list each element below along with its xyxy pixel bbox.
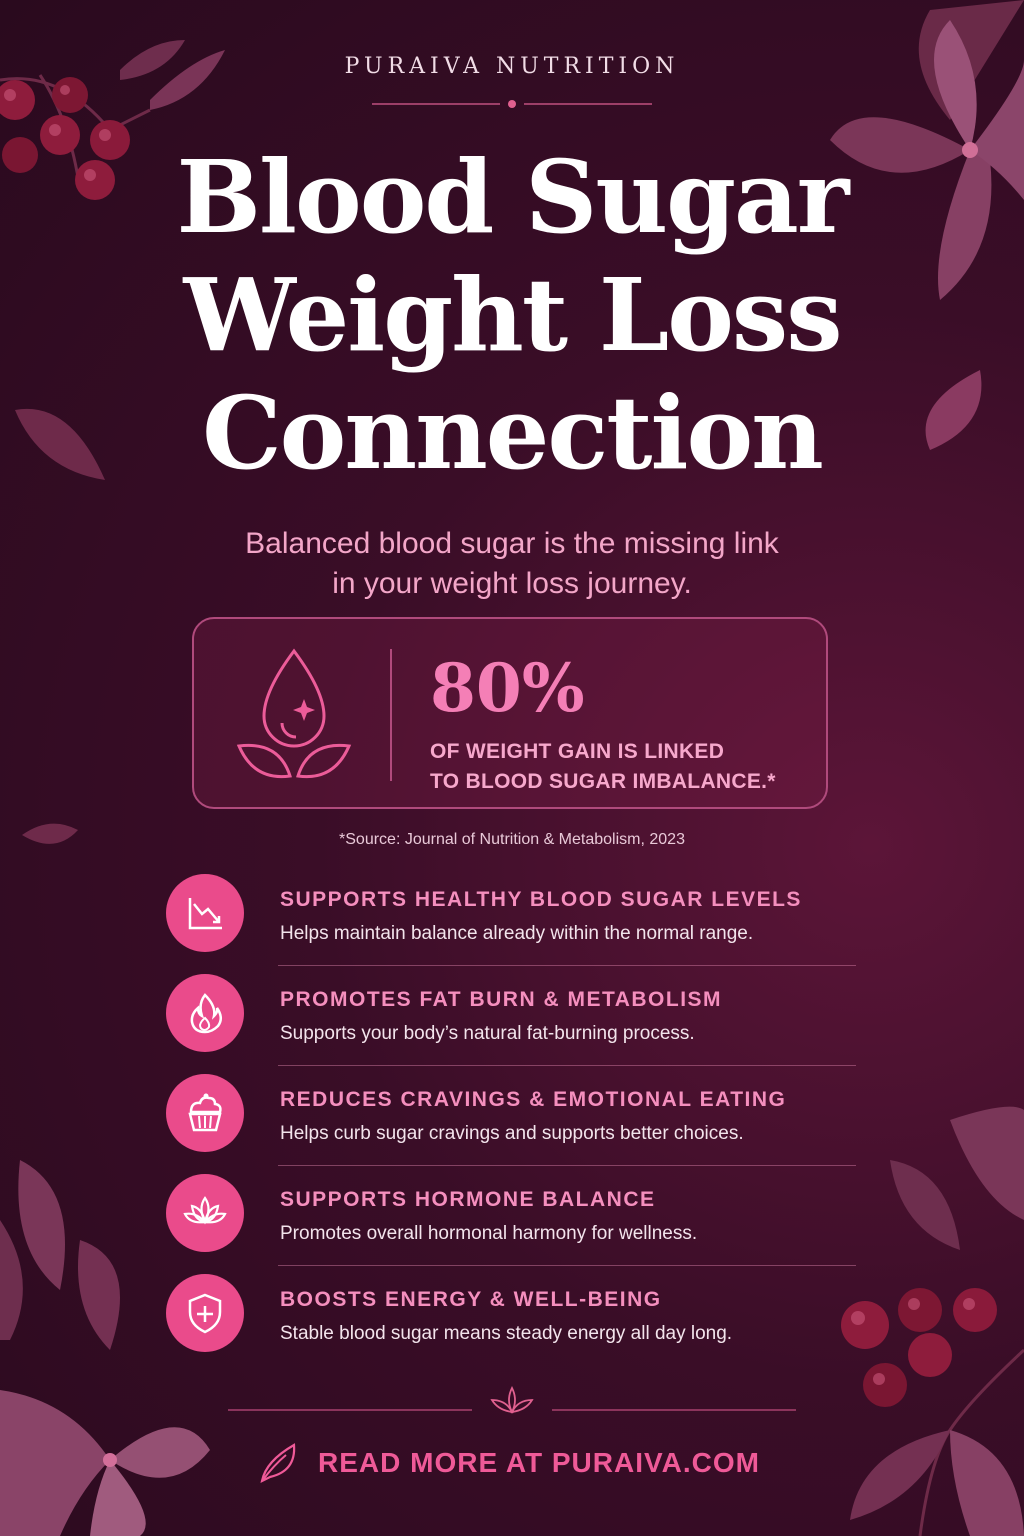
read-more-text: READ MORE AT PURAIVA.COM: [318, 1447, 760, 1478]
title-line-2: Weight Loss: [183, 256, 842, 374]
benefit-text: Supports your body’s natural fat-burning…: [280, 1023, 695, 1044]
stat-value: 80%: [430, 649, 585, 727]
stat-description-line-1: OF WEIGHT GAIN IS LINKED: [430, 740, 725, 763]
subtitle: Balanced blood sugar is the missing link…: [162, 524, 862, 604]
stat-card: 80% OF WEIGHT GAIN IS LINKED TO BLOOD SU…: [192, 617, 828, 809]
benefits-list: SUPPORTS HEALTHY BLOOD SUGAR LEVELS Help…: [160, 866, 860, 1366]
benefit-item-cravings: REDUCES CRAVINGS & EMOTIONAL EATING Help…: [160, 1066, 860, 1166]
benefit-item-hormones: SUPPORTS HORMONE BALANCE Promotes overal…: [160, 1166, 860, 1266]
shield-plus-icon: [166, 1274, 244, 1352]
benefit-divider: [278, 1265, 856, 1266]
benefit-item-blood-sugar: SUPPORTS HEALTHY BLOOD SUGAR LEVELS Help…: [160, 866, 860, 966]
benefit-title: BOOSTS ENERGY & WELL-BEING: [280, 1288, 662, 1311]
footer-divider: [228, 1385, 796, 1415]
page-title: Blood Sugar Weight Loss Connection: [0, 138, 1024, 492]
benefit-divider: [278, 1065, 856, 1066]
drop-leaves-icon: [236, 648, 352, 779]
benefit-title: SUPPORTS HEALTHY BLOOD SUGAR LEVELS: [280, 888, 802, 911]
benefit-text: Promotes overall hormonal harmony for we…: [280, 1223, 698, 1244]
brand-name: PURAIVA NUTRITION: [344, 54, 680, 79]
stat-description-line-2: TO BLOOD SUGAR IMBALANCE.*: [430, 770, 776, 793]
benefit-title: SUPPORTS HORMONE BALANCE: [280, 1188, 656, 1211]
benefit-text: Stable blood sugar means steady energy a…: [280, 1323, 733, 1344]
stat-divider: [390, 649, 392, 781]
benefit-title: REDUCES CRAVINGS & EMOTIONAL EATING: [280, 1088, 787, 1111]
benefit-item-fat-burn: PROMOTES FAT BURN & METABOLISM Supports …: [160, 966, 860, 1066]
trend-down-icon: [166, 874, 244, 952]
source-note: *Source: Journal of Nutrition & Metaboli…: [339, 831, 685, 848]
benefit-item-energy: BOOSTS ENERGY & WELL-BEING Stable blood …: [160, 1266, 860, 1366]
stat-description: OF WEIGHT GAIN IS LINKED TO BLOOD SUGAR …: [430, 737, 810, 797]
benefit-title: PROMOTES FAT BURN & METABOLISM: [280, 988, 723, 1011]
read-more-link[interactable]: READ MORE AT PURAIVA.COM: [256, 1440, 796, 1486]
benefit-text: Helps maintain balance already within th…: [280, 923, 754, 944]
benefit-divider: [278, 1165, 856, 1166]
benefit-text: Helps curb sugar cravings and supports b…: [280, 1123, 744, 1144]
cupcake-icon: [166, 1074, 244, 1152]
subtitle-line-1: Balanced blood sugar is the missing link: [245, 527, 779, 560]
brand-divider: [372, 100, 652, 108]
lotus-icon: [166, 1174, 244, 1252]
title-line-3: Connection: [202, 374, 824, 492]
subtitle-line-2: in your weight loss journey.: [332, 567, 692, 600]
flame-icon: [166, 974, 244, 1052]
leaf-icon: [260, 1443, 296, 1483]
title-line-1: Blood Sugar: [176, 138, 850, 256]
benefit-divider: [278, 965, 856, 966]
